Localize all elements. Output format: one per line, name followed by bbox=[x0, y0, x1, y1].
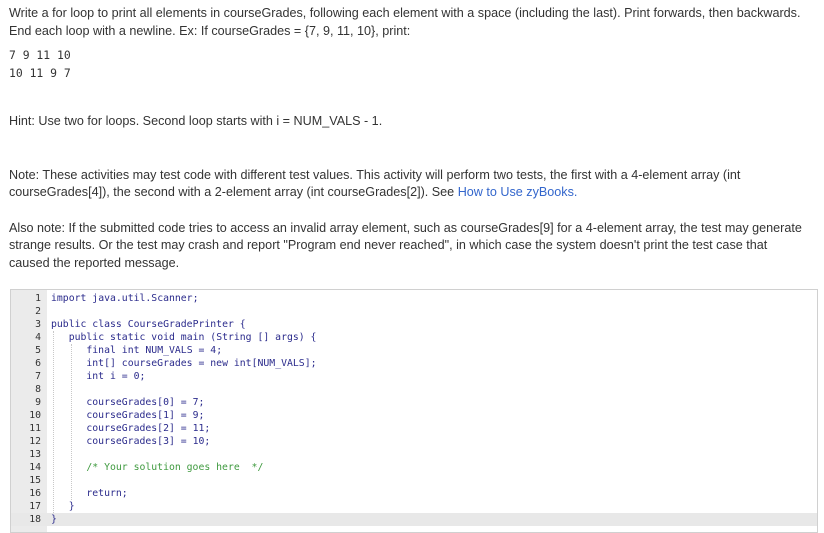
line-number: 17 bbox=[29, 501, 41, 512]
code-line[interactable]: 9 courseGrades[0] = 7; bbox=[11, 396, 817, 409]
line-number: 12 bbox=[29, 436, 41, 447]
code-text[interactable]: courseGrades[2] = 11; bbox=[86, 423, 211, 434]
line-number: 13 bbox=[29, 449, 41, 460]
how-to-use-zybooks-link[interactable]: How to Use zyBooks. bbox=[457, 185, 578, 199]
code-text[interactable]: int[] courseGrades = new int[NUM_VALS]; bbox=[86, 358, 317, 369]
line-number: 2 bbox=[35, 306, 41, 317]
line-number: 11 bbox=[29, 423, 41, 434]
code-line[interactable]: 2 bbox=[11, 305, 817, 318]
code-line[interactable]: 14 /* Your solution goes here */ bbox=[11, 461, 817, 474]
code-line[interactable]: 7 int i = 0; bbox=[11, 370, 817, 383]
code-line[interactable]: 16 return; bbox=[11, 487, 817, 500]
code-text[interactable]: courseGrades[1] = 9; bbox=[86, 410, 205, 421]
also-note-text: Also note: If the submitted code tries t… bbox=[9, 220, 802, 270]
line-number: 8 bbox=[35, 384, 41, 395]
code-text[interactable]: } bbox=[51, 501, 75, 512]
sample-forward: 7 9 11 10 bbox=[9, 48, 71, 62]
note-body: Note: These activities may test code wit… bbox=[9, 167, 741, 200]
code-line[interactable]: 12 courseGrades[3] = 10; bbox=[11, 435, 817, 448]
code-line[interactable]: 8 bbox=[11, 383, 817, 396]
code-text[interactable]: /* Your solution goes here */ bbox=[51, 461, 263, 474]
line-number: 10 bbox=[29, 410, 41, 421]
line-number: 15 bbox=[29, 475, 41, 486]
hint-text: Hint: Use two for loops. Second loop sta… bbox=[9, 114, 383, 128]
sample-backward: 10 11 9 7 bbox=[9, 65, 71, 80]
line-number-gutter bbox=[11, 290, 47, 532]
code-editor[interactable]: 1 import java.util.Scanner; 2 3 public class… bbox=[10, 289, 818, 533]
line-number: 1 bbox=[35, 293, 41, 304]
code-line[interactable]: 4 public static void main (String [] arg… bbox=[11, 331, 817, 344]
line-number: 7 bbox=[35, 371, 41, 382]
code-text[interactable]: public class CourseGradePrinter { bbox=[51, 319, 246, 330]
sample-output: 7 9 11 10 10 11 9 7 bbox=[9, 47, 809, 82]
code-line[interactable]: 1 import java.util.Scanner; bbox=[11, 292, 817, 305]
code-line[interactable]: 18} bbox=[11, 513, 817, 526]
method-indent-guide bbox=[70, 344, 72, 500]
code-line[interactable]: 11 courseGrades[2] = 11; bbox=[11, 422, 817, 435]
code-line[interactable]: 13 bbox=[11, 448, 817, 461]
code-text[interactable]: final int NUM_VALS = 4; bbox=[86, 345, 223, 356]
line-number: 4 bbox=[35, 332, 41, 343]
code-text[interactable]: } bbox=[51, 514, 57, 525]
code-line[interactable]: 15 bbox=[11, 474, 817, 487]
instructions: Write a for loop to print all elements i… bbox=[9, 5, 809, 272]
line-number: 14 bbox=[29, 462, 41, 473]
line-number: 6 bbox=[35, 358, 41, 369]
line-number: 3 bbox=[35, 319, 41, 330]
prompt-intro: Write a for loop to print all elements i… bbox=[9, 6, 801, 38]
code-text[interactable]: import java.util.Scanner; bbox=[51, 293, 199, 304]
code-text[interactable]: public static void main (String [] args)… bbox=[68, 332, 317, 343]
code-line[interactable]: 10 courseGrades[1] = 9; bbox=[11, 409, 817, 422]
code-text[interactable]: return; bbox=[86, 488, 128, 499]
line-number: 16 bbox=[29, 488, 41, 499]
class-indent-guide bbox=[53, 331, 54, 513]
code-line[interactable]: 6 int[] courseGrades = new int[NUM_VALS]… bbox=[11, 357, 817, 370]
code-line[interactable]: 3 public class CourseGradePrinter { bbox=[11, 318, 817, 331]
line-number: 18 bbox=[29, 514, 41, 525]
line-number: 5 bbox=[35, 345, 41, 356]
line-number: 9 bbox=[35, 397, 41, 408]
code-line[interactable]: 17 } bbox=[11, 500, 817, 513]
code-line[interactable]: 5 final int NUM_VALS = 4; bbox=[11, 344, 817, 357]
note-text: Note: These activities may test code wit… bbox=[9, 167, 809, 202]
code-text[interactable]: courseGrades[0] = 7; bbox=[86, 397, 205, 408]
code-text[interactable]: int i = 0; bbox=[86, 371, 146, 382]
code-comment: /* Your solution goes here */ bbox=[86, 462, 264, 473]
code-text[interactable]: courseGrades[3] = 10; bbox=[86, 436, 211, 447]
